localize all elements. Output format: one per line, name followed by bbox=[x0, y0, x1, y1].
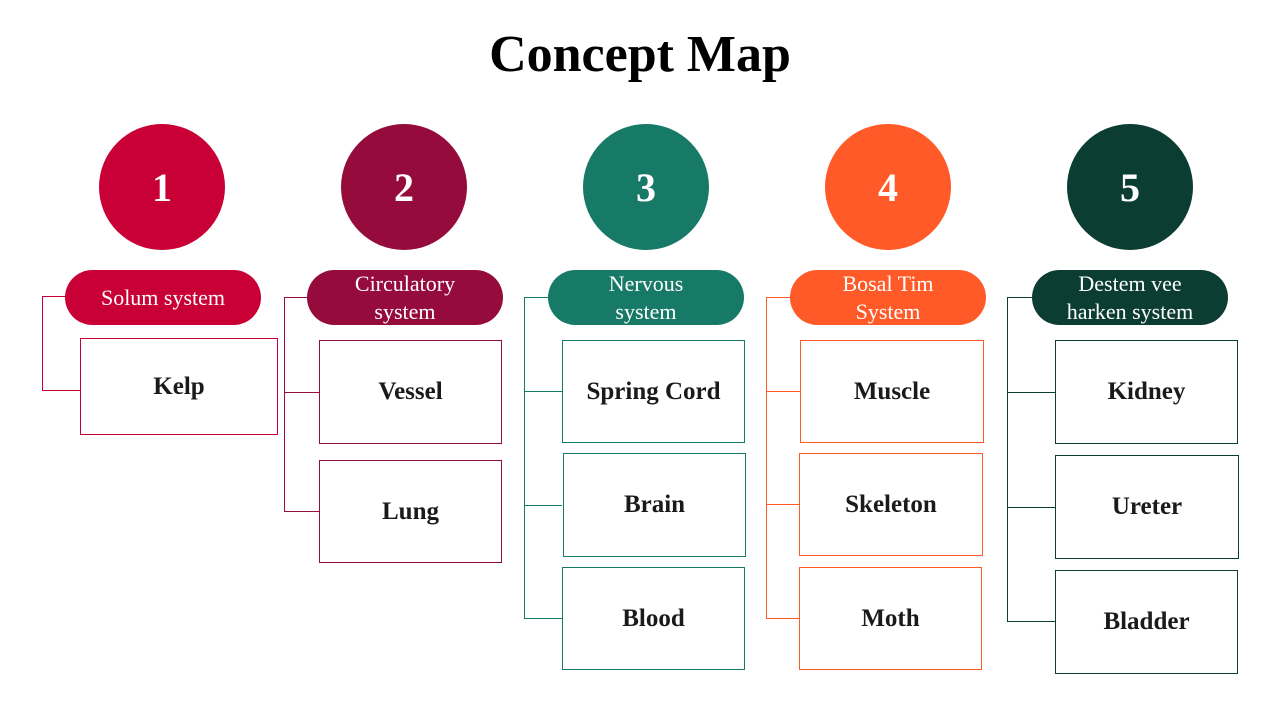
concept-box: Blood bbox=[562, 567, 745, 670]
connector-to-pill bbox=[284, 297, 308, 298]
connector-to-pill bbox=[524, 297, 549, 298]
connector-to-box bbox=[524, 391, 562, 392]
connector-to-pill bbox=[42, 296, 66, 297]
concept-box-label: Muscle bbox=[853, 377, 931, 405]
category-label-pill: Circulatory system bbox=[307, 270, 503, 325]
step-number: 2 bbox=[394, 164, 414, 210]
concept-box-label: Brain bbox=[623, 491, 686, 518]
concept-box-label: Kelp bbox=[153, 372, 205, 400]
concept-box: Skeleton bbox=[799, 453, 983, 556]
concept-box-label: Blood bbox=[622, 604, 685, 632]
connector-to-box bbox=[766, 618, 799, 619]
step-number-circle: 1 bbox=[99, 124, 225, 250]
step-number: 5 bbox=[1120, 164, 1140, 210]
connector-to-box bbox=[524, 618, 562, 619]
step-number: 3 bbox=[636, 164, 656, 210]
concept-box-label: Ureter bbox=[1111, 493, 1183, 520]
category-label-pill: Bosal Tim System bbox=[790, 270, 986, 325]
step-number-circle: 4 bbox=[825, 124, 951, 250]
concept-box: Bladder bbox=[1055, 570, 1238, 674]
concept-box: Vessel bbox=[319, 340, 502, 444]
concept-box: Moth bbox=[799, 567, 982, 670]
step-number-circle: 3 bbox=[583, 124, 709, 250]
connector-vertical bbox=[284, 297, 285, 511]
connector-vertical bbox=[766, 297, 767, 618]
step-number-circle: 2 bbox=[341, 124, 467, 250]
concept-box-label: Lung bbox=[382, 497, 439, 525]
concept-box: Lung bbox=[319, 460, 502, 563]
concept-box-label: Kidney bbox=[1107, 378, 1186, 405]
concept-box-label: Vessel bbox=[378, 378, 443, 405]
step-number-circle: 5 bbox=[1067, 124, 1193, 250]
concept-box: Kelp bbox=[80, 338, 278, 435]
category-label-pill: Destem vee harken system bbox=[1032, 270, 1228, 325]
concept-box: Muscle bbox=[800, 340, 984, 443]
step-number: 4 bbox=[878, 164, 898, 210]
concept-box: Kidney bbox=[1055, 340, 1238, 444]
category-label-pill: Nervous system bbox=[548, 270, 744, 325]
page-title: Concept Map bbox=[489, 26, 791, 83]
connector-vertical bbox=[524, 297, 525, 618]
connector-to-box bbox=[1007, 621, 1055, 622]
connector-to-box bbox=[766, 504, 799, 505]
category-label-pill: Solum system bbox=[65, 270, 261, 325]
concept-box-label: Moth bbox=[861, 604, 920, 632]
connector-vertical bbox=[1007, 297, 1008, 621]
concept-box: Brain bbox=[563, 453, 746, 557]
connector-to-box bbox=[284, 511, 320, 512]
concept-box: Spring Cord bbox=[562, 340, 745, 443]
connector-to-box bbox=[42, 390, 80, 391]
connector-to-box bbox=[1007, 392, 1055, 393]
step-number: 1 bbox=[152, 164, 172, 210]
concept-box-label: Bladder bbox=[1103, 608, 1190, 635]
connector-to-box bbox=[284, 392, 320, 393]
connector-to-box bbox=[524, 505, 562, 506]
concept-box-label: Spring Cord bbox=[586, 377, 721, 405]
connector-vertical bbox=[42, 296, 43, 390]
concept-box: Ureter bbox=[1055, 455, 1239, 559]
concept-box-label: Skeleton bbox=[845, 490, 937, 518]
connector-to-box bbox=[1007, 507, 1055, 508]
connector-to-box bbox=[766, 391, 800, 392]
connector-to-pill bbox=[1007, 297, 1032, 298]
connector-to-pill bbox=[766, 297, 790, 298]
